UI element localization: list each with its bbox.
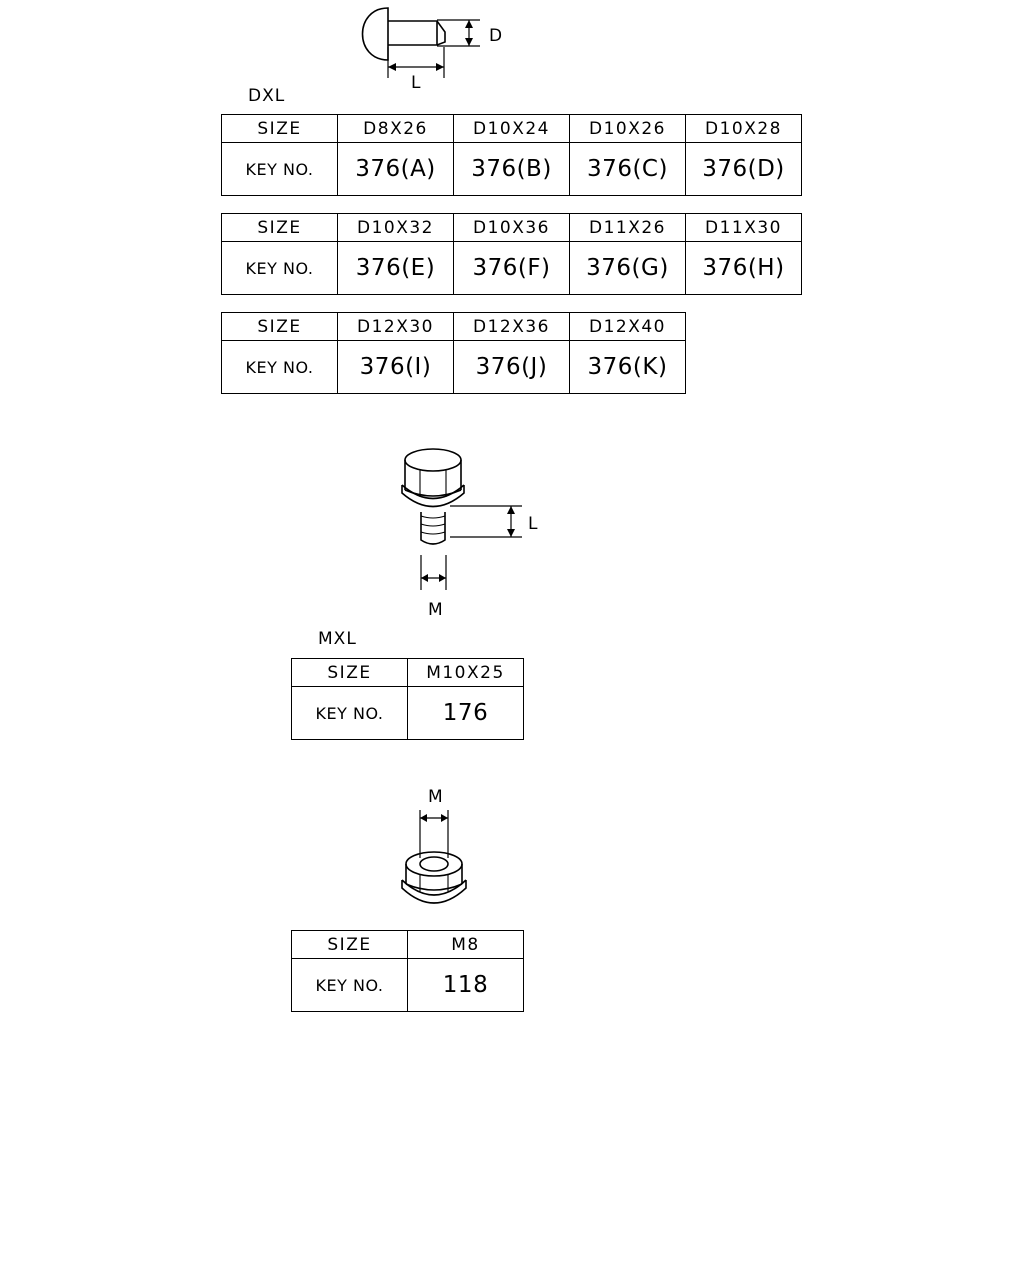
dxl-table-2: SIZE D10X32 D10X36 D11X26 D11X30 KEY NO.…: [221, 213, 802, 295]
key-no-cell: 376(K): [569, 340, 686, 394]
key-no-header: KEY NO.: [291, 686, 408, 740]
key-no-cell: 376(C): [569, 142, 686, 196]
size-header: SIZE: [291, 930, 408, 959]
key-no-cell: 376(D): [685, 142, 802, 196]
nut-m-label: M: [428, 787, 443, 807]
size-cell: D12X40: [569, 312, 686, 341]
size-cell: D10X24: [453, 114, 570, 143]
size-cell: D10X28: [685, 114, 802, 143]
bolt-l-label: L: [528, 514, 538, 534]
key-no-cell: 376(B): [453, 142, 570, 196]
key-no-header: KEY NO.: [291, 958, 408, 1012]
dxl-table-1: SIZE D8X26 D10X24 D10X26 D10X28 KEY NO. …: [221, 114, 802, 196]
key-no-cell: 118: [407, 958, 524, 1012]
bolt-m-label: M: [428, 600, 443, 620]
size-cell: D10X26: [569, 114, 686, 143]
size-header: SIZE: [291, 658, 408, 687]
size-cell: D12X30: [337, 312, 454, 341]
key-no-cell: 376(F): [453, 241, 570, 295]
key-no-cell: 376(A): [337, 142, 454, 196]
dxl-table-3: SIZE D12X30 D12X36 D12X40 KEY NO. 376(I)…: [221, 312, 686, 394]
rivet-d-label: D: [489, 26, 502, 46]
dxl-caption: DXL: [248, 86, 286, 106]
key-no-header: KEY NO.: [221, 340, 338, 394]
key-no-cell: 376(J): [453, 340, 570, 394]
size-cell: D10X36: [453, 213, 570, 242]
size-cell: D8X26: [337, 114, 454, 143]
rivet-l-label: L: [411, 73, 421, 93]
size-cell: M10X25: [407, 658, 524, 687]
size-cell: M8: [407, 930, 524, 959]
mxl-table: SIZE M10X25 KEY NO. 176: [291, 658, 524, 740]
key-no-cell: 376(I): [337, 340, 454, 394]
size-header: SIZE: [221, 213, 338, 242]
key-no-cell: 176: [407, 686, 524, 740]
rivet-diagram: D L: [361, 7, 502, 93]
flange-nut-diagram: M: [401, 787, 467, 904]
key-no-header: KEY NO.: [221, 241, 338, 295]
size-header: SIZE: [221, 312, 338, 341]
key-no-cell: 376(G): [569, 241, 686, 295]
flange-bolt-diagram: L M: [401, 448, 538, 620]
nut-table: SIZE M8 KEY NO. 118: [291, 930, 524, 1012]
rivet-shank: [388, 20, 446, 46]
rivet-head: [361, 7, 389, 61]
size-cell: D11X26: [569, 213, 686, 242]
size-cell: D10X32: [337, 213, 454, 242]
size-header: SIZE: [221, 114, 338, 143]
key-no-header: KEY NO.: [221, 142, 338, 196]
size-cell: D12X36: [453, 312, 570, 341]
key-no-cell: 376(E): [337, 241, 454, 295]
mxl-caption: MXL: [318, 629, 357, 649]
size-cell: D11X30: [685, 213, 802, 242]
key-no-cell: 376(H): [685, 241, 802, 295]
